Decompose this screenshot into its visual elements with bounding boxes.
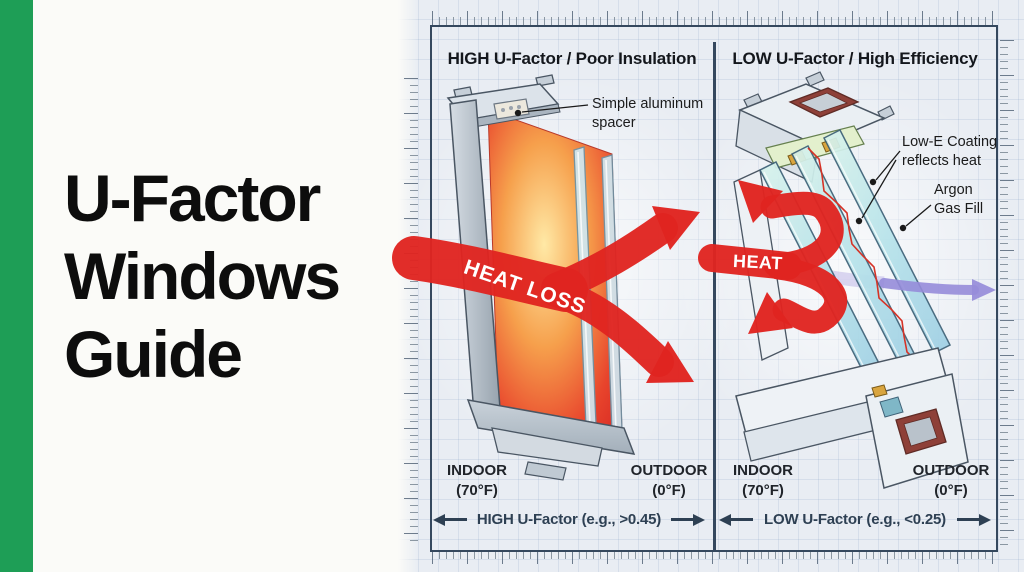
left-indoor-label: INDOOR (70°F) bbox=[430, 461, 524, 502]
outdoor-temp: (0°F) bbox=[934, 482, 968, 500]
ruler-left bbox=[404, 78, 418, 546]
arrow-right-icon bbox=[693, 513, 705, 526]
outdoor-text: OUTDOOR bbox=[912, 462, 990, 479]
right-measure-label: LOW U-Factor (e.g., <0.25) bbox=[764, 511, 946, 528]
argon-callout-label: Argon Gas Fill bbox=[934, 182, 984, 217]
page-title: U-Factor Windows Guide bbox=[64, 161, 341, 391]
indoor-temp: (70°F) bbox=[456, 482, 498, 500]
measure-line bbox=[445, 518, 467, 521]
lowe-coating-callout-label: Low-E Coating reflects heat bbox=[902, 134, 998, 169]
ruler-right bbox=[1000, 40, 1014, 545]
green-accent-bar bbox=[0, 0, 33, 572]
arrow-left-icon bbox=[433, 513, 445, 526]
ruler-bottom bbox=[432, 552, 994, 564]
left-measure-row: HIGH U-Factor (e.g., >0.45) bbox=[433, 511, 705, 528]
panel-divider bbox=[713, 42, 716, 550]
outdoor-temp: (0°F) bbox=[652, 482, 686, 500]
indoor-temp: (70°F) bbox=[742, 482, 784, 500]
left-outdoor-label: OUTDOOR (0°F) bbox=[620, 461, 718, 502]
outdoor-text: OUTDOOR bbox=[630, 462, 708, 479]
left-panel-header: HIGH U-Factor / Poor Insulation bbox=[447, 49, 697, 68]
right-panel-header: LOW U-Factor / High Efficiency bbox=[732, 49, 978, 68]
arrow-right-icon bbox=[979, 513, 991, 526]
right-measure-row: LOW U-Factor (e.g., <0.25) bbox=[719, 511, 991, 528]
ruler-top bbox=[432, 11, 994, 25]
right-indoor-label: INDOOR (70°F) bbox=[716, 461, 810, 502]
left-measure-label: HIGH U-Factor (e.g., >0.45) bbox=[476, 511, 662, 528]
indoor-text: INDOOR bbox=[447, 462, 507, 479]
spacer-callout-label: Simple aluminum spacer bbox=[592, 96, 704, 131]
measure-line bbox=[957, 518, 979, 521]
indoor-text: INDOOR bbox=[733, 462, 793, 479]
right-outdoor-label: OUTDOOR (0°F) bbox=[903, 461, 999, 502]
arrow-left-icon bbox=[719, 513, 731, 526]
measure-line bbox=[731, 518, 753, 521]
measure-line bbox=[671, 518, 693, 521]
